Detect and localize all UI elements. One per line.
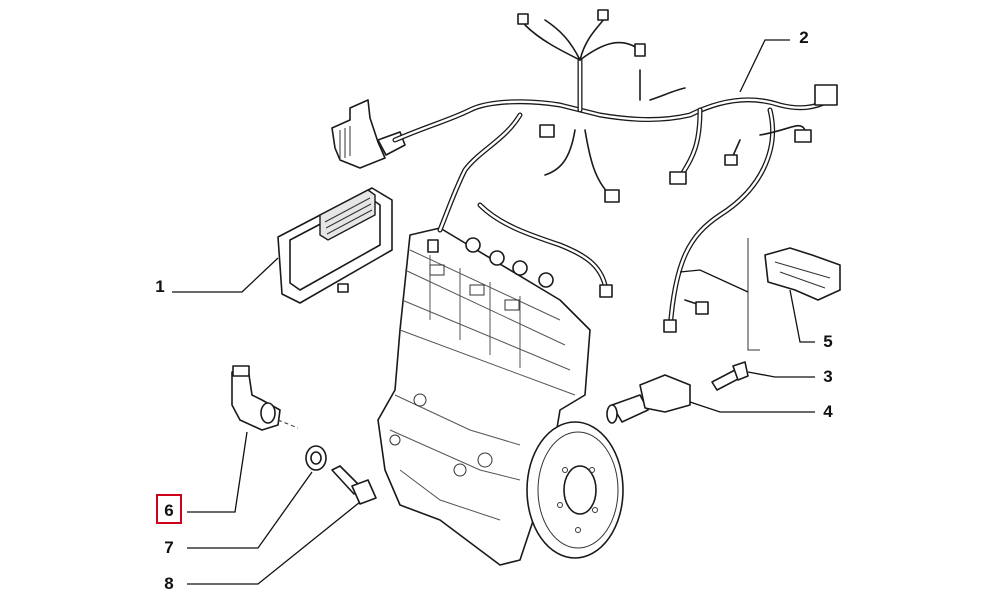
callout-7: 7 [164, 538, 174, 557]
harness-clip [747, 238, 841, 351]
mounting-bolt [331, 465, 377, 505]
leader-lines [172, 39, 815, 585]
wiring-harness [392, 9, 838, 333]
callout-8: 8 [164, 574, 174, 593]
callout-3: 3 [823, 367, 833, 386]
sensor-left [231, 365, 281, 431]
engine-control-unit [277, 187, 393, 304]
callout-4: 4 [823, 402, 833, 421]
flywheel [526, 421, 624, 559]
washer [305, 445, 327, 471]
ecu-bracket [331, 99, 406, 169]
callout-5: 5 [823, 332, 833, 351]
sensor-bolt [711, 361, 749, 391]
callout-1: 1 [155, 277, 165, 296]
callout-6-highlighted: 6 [156, 494, 182, 524]
sensor-right [606, 374, 691, 424]
sensor-axis-line [277, 419, 299, 429]
callout-2: 2 [799, 28, 809, 47]
